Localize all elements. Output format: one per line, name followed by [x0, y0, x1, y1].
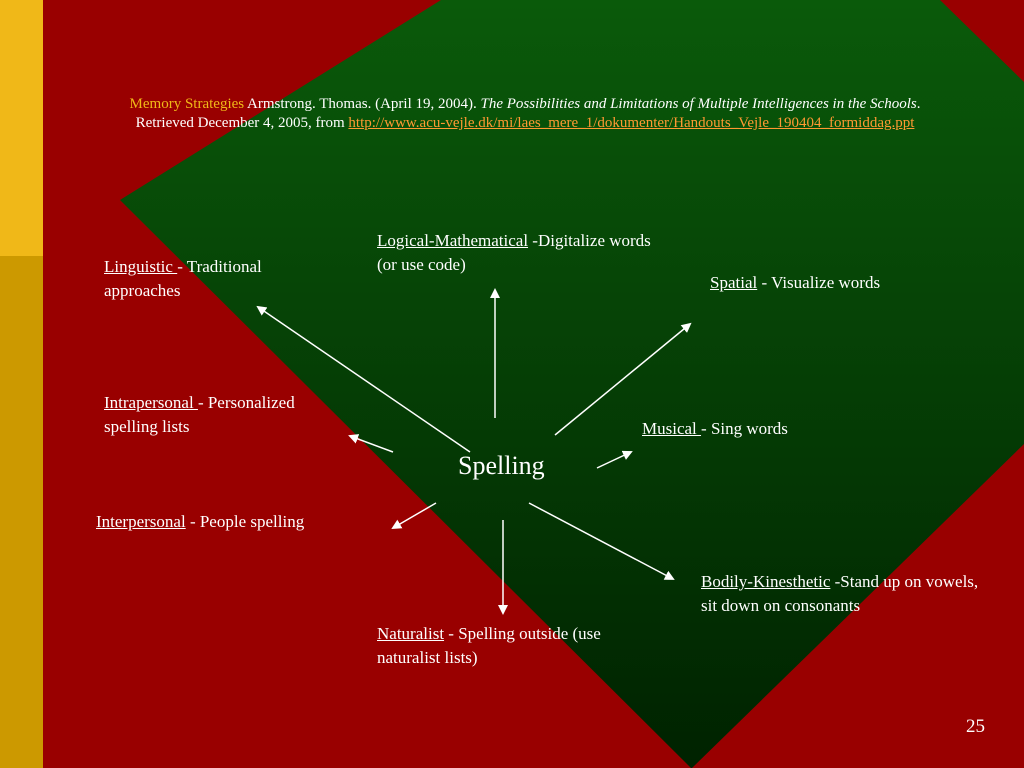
node-interpersonal-name[interactable]: Interpersonal: [96, 512, 186, 531]
citation-text-b: . Retrieved December 4, 2005, from: [135, 96, 921, 131]
node-logical: Logical-Mathematical -Digitalize words (…: [377, 229, 667, 277]
node-naturalist: Naturalist - Spelling outside (use natur…: [377, 622, 662, 670]
node-intrapersonal: Intrapersonal - Personalized spelling li…: [104, 391, 349, 439]
node-logical-name[interactable]: Logical-Mathematical: [377, 231, 529, 250]
node-logical-desc: -Digitalize words (or use code): [377, 231, 651, 274]
page-number: 25: [966, 716, 985, 737]
arrow-bodily: [528, 502, 675, 580]
green-diamond: [120, 0, 1024, 768]
node-intrapersonal-desc: - Personalized spelling lists: [104, 393, 295, 436]
node-musical-desc: - Sing words: [701, 419, 788, 438]
arrow-linguistic: [256, 305, 471, 453]
arrow-intrapersonal: [348, 434, 394, 453]
node-spatial: Spatial - Visualize words: [710, 271, 970, 295]
node-linguistic-name[interactable]: Linguistic: [104, 257, 178, 276]
citation-link[interactable]: http://www.acu-vejle.dk/mi/laes_mere_1/d…: [348, 115, 915, 131]
citation-title: The Possibilities and Limitations of Mul…: [480, 96, 917, 112]
arrow-musical: [596, 450, 633, 469]
arrow-interpersonal: [391, 502, 437, 530]
node-naturalist-desc: - Spelling outside (use naturalist lists…: [377, 624, 601, 667]
node-linguistic: Linguistic - Traditional approaches: [104, 255, 334, 303]
citation-label: Memory Strategies: [129, 96, 245, 112]
node-spatial-desc: - Visualize words: [757, 273, 881, 292]
node-intrapersonal-name[interactable]: Intrapersonal: [104, 393, 198, 412]
node-musical-name[interactable]: Musical: [642, 419, 702, 438]
node-naturalist-name[interactable]: Naturalist: [377, 624, 445, 643]
node-interpersonal-desc: - People spelling: [185, 512, 305, 531]
citation-text-a: Armstrong. Thomas. (April 19, 2004).: [244, 96, 481, 112]
node-bodily-name[interactable]: Bodily-Kinesthetic: [701, 572, 831, 591]
node-bodily: Bodily-Kinesthetic -Stand up on vowels, …: [701, 570, 981, 618]
sidebar-bar-top: [0, 0, 43, 256]
node-spatial-name[interactable]: Spatial: [710, 273, 758, 292]
node-linguistic-desc: - Traditional approaches: [104, 257, 262, 300]
arrow-spatial: [554, 322, 692, 436]
sidebar-bar-bottom: [0, 256, 43, 768]
node-interpersonal: Interpersonal - People spelling: [96, 510, 376, 534]
citation: Memory Strategies Armstrong. Thomas. (Ap…: [110, 95, 940, 133]
node-bodily-desc: -Stand up on vowels, sit down on consona…: [701, 572, 979, 615]
node-musical: Musical - Sing words: [642, 417, 902, 441]
center-label: Spelling: [458, 451, 545, 480]
